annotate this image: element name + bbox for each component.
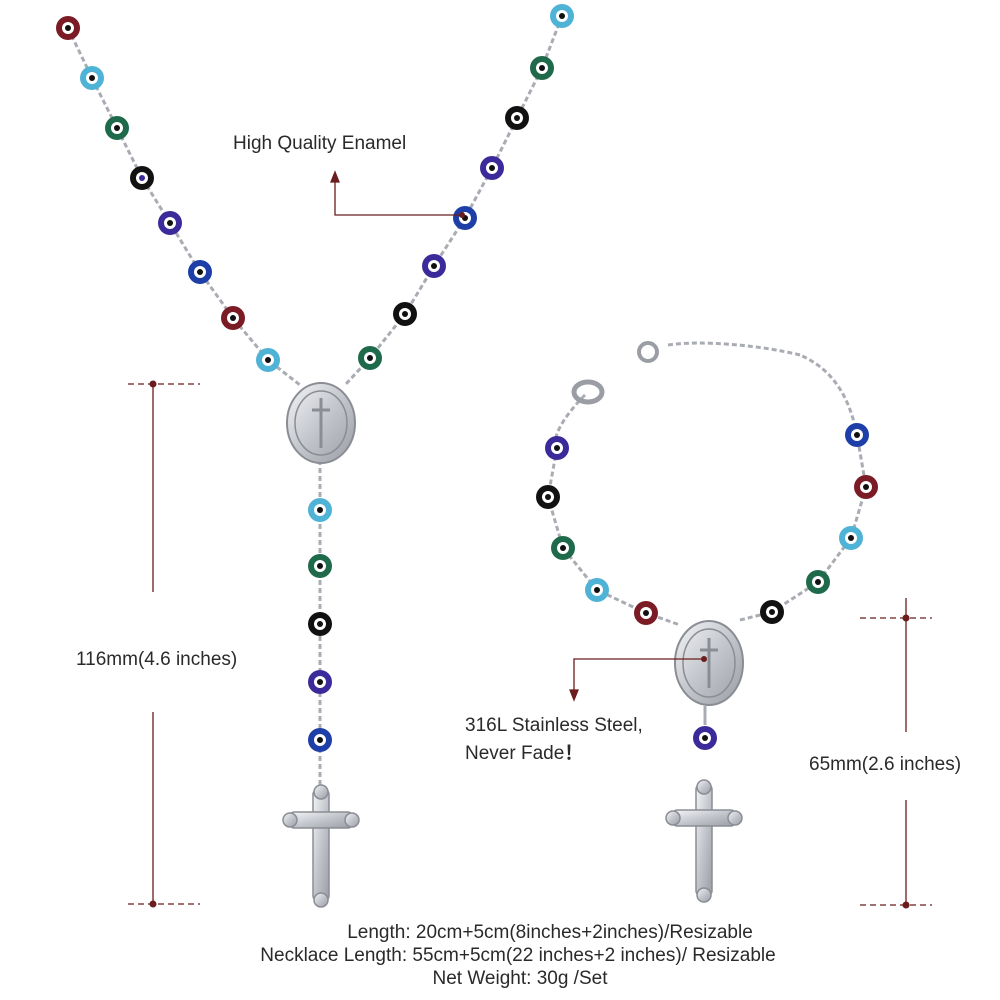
evil-eye-bead xyxy=(551,536,575,560)
evil-eye-bead xyxy=(158,211,182,235)
arrow-down-icon xyxy=(569,689,579,702)
evil-eye-bead xyxy=(80,66,104,90)
spec-necklace-length: Necklace Length: 55cm+5cm(22 inches+2 in… xyxy=(260,945,776,966)
evil-eye-bead xyxy=(308,498,332,522)
evil-eye-bead xyxy=(760,600,784,624)
bracelet-clasp xyxy=(571,341,659,405)
evil-eye-bead xyxy=(854,475,878,499)
evil-eye-bead xyxy=(308,728,332,752)
spec-block: Length: 20cm+5cm(8inches+2inches)/Resiza… xyxy=(0,921,1000,990)
evil-eye-bead xyxy=(221,306,245,330)
evil-eye-bead xyxy=(188,260,212,284)
evil-eye-bead xyxy=(545,436,569,460)
evil-eye-bead xyxy=(845,423,869,447)
evil-eye-bead xyxy=(585,578,609,602)
evil-eye-bead xyxy=(530,56,554,80)
evil-eye-bead xyxy=(130,166,154,190)
necklace-beads xyxy=(56,4,574,752)
evil-eye-bead xyxy=(505,106,529,130)
evil-eye-bead xyxy=(806,570,830,594)
bracelet-beads xyxy=(536,423,878,750)
enamel-label: High Quality Enamel xyxy=(233,133,407,154)
evil-eye-bead xyxy=(393,302,417,326)
evil-eye-bead xyxy=(358,346,382,370)
spec-bracelet-length: Length: 20cm+5cm(8inches+2inches)/Resiza… xyxy=(347,922,753,943)
evil-eye-bead xyxy=(453,206,477,230)
steel-label: 316L Stainless Steel, Never Fade！ xyxy=(465,712,643,768)
annotation-lines xyxy=(128,170,932,906)
necklace-crucifix xyxy=(282,784,360,908)
necklace-dimension-label: 116mm(4.6 inches) xyxy=(76,649,238,670)
evil-eye-bead xyxy=(693,726,717,750)
spec-net-weight: Net Weight: 30g /Set xyxy=(432,968,608,989)
necklace-medal xyxy=(286,382,356,464)
evil-eye-bead xyxy=(308,670,332,694)
bracelet-crucifix xyxy=(665,779,743,903)
evil-eye-bead xyxy=(256,348,280,372)
evil-eye-bead xyxy=(308,612,332,636)
arrow-up-icon xyxy=(330,170,340,183)
evil-eye-bead xyxy=(105,116,129,140)
evil-eye-bead xyxy=(56,16,80,40)
evil-eye-bead xyxy=(634,601,658,625)
bracelet-medal xyxy=(674,620,744,725)
evil-eye-bead xyxy=(422,254,446,278)
evil-eye-bead xyxy=(308,554,332,578)
steel-label-text: Never Fade xyxy=(465,743,565,764)
steel-label-mark: ！ xyxy=(564,743,584,764)
steel-label-line2: Never Fade！ xyxy=(465,740,643,768)
evil-eye-bead xyxy=(536,485,560,509)
evil-eye-bead xyxy=(550,4,574,28)
evil-eye-bead xyxy=(839,526,863,550)
steel-label-line1: 316L Stainless Steel, xyxy=(465,715,643,736)
dimension-dots xyxy=(149,212,910,909)
bracelet-dimension-label: 65mm(2.6 inches) xyxy=(809,754,962,775)
evil-eye-bead xyxy=(480,156,504,180)
